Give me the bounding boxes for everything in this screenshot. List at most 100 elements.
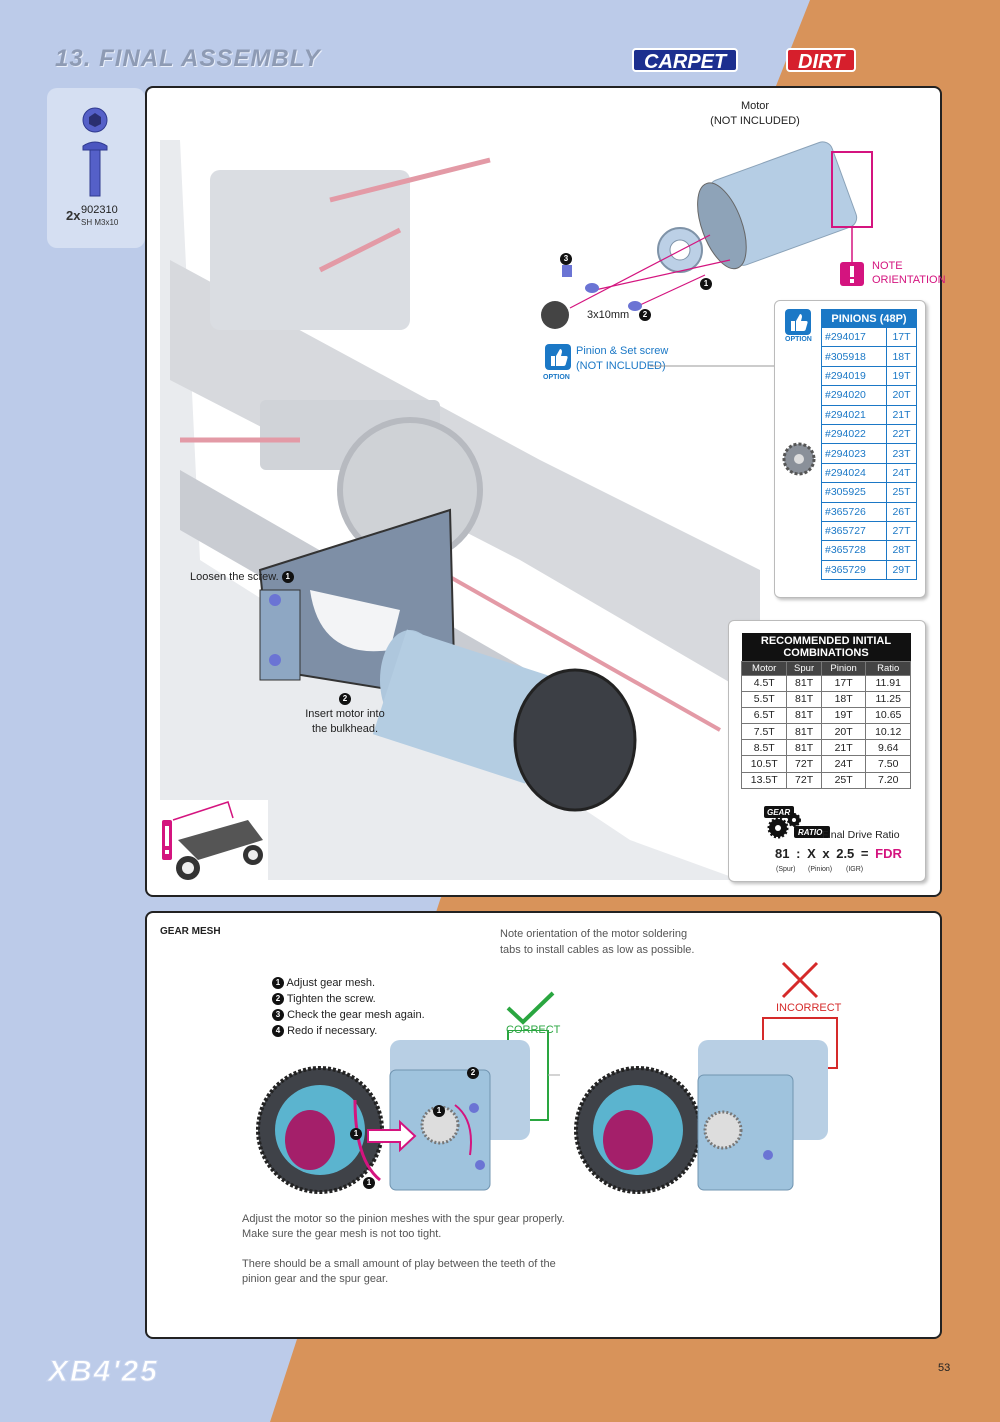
parts-quantity: 2x — [66, 208, 81, 223]
pinion-note: (NOT INCLUDED) — [576, 360, 666, 372]
step-text: Redo if necessary. — [287, 1025, 378, 1037]
combo-cell: 5.5T — [740, 690, 788, 708]
gear-ratio-icon: GEAR RATIO — [764, 806, 830, 839]
fdr-formula: 81 : X x 2.5 = FDR — [775, 846, 902, 861]
motor-label: Motor — [740, 100, 770, 112]
gear-text: GEAR — [767, 808, 790, 817]
section-title: 13. FINAL ASSEMBLY — [55, 45, 321, 72]
gear-mesh-step: 4 Redo if necessary. — [272, 1024, 425, 1038]
combo-cell: 72T — [786, 755, 822, 773]
pinion-part-number: #365729 — [821, 559, 887, 581]
soldering-note-2: tabs to install cables as low as possibl… — [500, 944, 695, 956]
parts-number: 902310 — [81, 204, 118, 216]
combo-cell: 7.20 — [865, 771, 911, 789]
gm-marker-1c: 1 — [363, 1176, 375, 1190]
pinion-part-number: #365727 — [821, 520, 887, 542]
step-2-insert-marker: 2 — [335, 692, 355, 706]
motor-note: (NOT INCLUDED) — [710, 115, 800, 127]
chassis-illustration — [160, 140, 760, 880]
option-label: OPTION — [543, 374, 570, 381]
pinion-part-number: #305925 — [821, 482, 887, 503]
combo-cell: 7.5T — [740, 723, 788, 741]
pinion-teeth: 28T — [886, 540, 917, 561]
pinion-leader-line — [650, 365, 778, 367]
step-text: Check the gear mesh again. — [287, 1009, 425, 1021]
motor-exploded-view — [541, 141, 858, 329]
pinion-teeth: 17T — [886, 326, 917, 348]
step-number: 1 — [272, 977, 284, 990]
pinion-part-number: #305918 — [821, 346, 887, 367]
pinion-teeth: 27T — [886, 520, 917, 542]
screw-icon — [82, 107, 108, 197]
combo-cell: 9.64 — [865, 739, 911, 757]
correct-check-icon — [506, 991, 555, 1025]
screw-size-label: 3x10mm — [587, 309, 630, 321]
pinion-part-number: #294024 — [821, 462, 887, 484]
pinion-teeth: 18T — [886, 346, 917, 367]
soldering-note-1: Note orientation of the motor soldering — [500, 928, 688, 940]
gear-mesh-desc-2: Make sure the gear mesh is not too tight… — [242, 1228, 442, 1240]
incorrect-label: INCORRECT — [776, 1002, 842, 1014]
step-number: 2 — [272, 993, 284, 1006]
gm-marker-1a: 1 — [433, 1104, 445, 1118]
pinion-sub: (Pinion) — [808, 866, 833, 873]
carpet-badge: CARPET — [632, 48, 739, 73]
pinion-teeth: 19T — [886, 365, 917, 387]
pinion-gear-icon — [782, 442, 816, 476]
combo-cell: 81T — [786, 739, 822, 757]
combo-column-header: Pinion — [820, 660, 867, 676]
pinion-part-number: #294023 — [821, 443, 887, 464]
option-thumb-icon-2 — [785, 309, 811, 335]
spur-sub: (Spur) — [776, 866, 796, 873]
combo-cell: 6.5T — [740, 706, 788, 725]
combo-cell: 19T — [820, 706, 867, 725]
insert-motor-label-2: the bulkhead. — [311, 723, 379, 735]
combo-cell: 21T — [820, 739, 867, 757]
gear-mesh-desc-3: There should be a small amount of play b… — [242, 1258, 556, 1270]
combo-cell: 25T — [820, 771, 867, 789]
pinion-part-number: #294021 — [821, 404, 887, 425]
combo-column-header: Motor — [740, 660, 788, 676]
step-text: Tighten the screw. — [286, 993, 376, 1005]
gear-mesh-desc-1: Adjust the motor so the pinion meshes wi… — [242, 1213, 565, 1225]
combo-cell: 11.91 — [865, 674, 911, 692]
pinion-part-number: #294022 — [821, 423, 887, 445]
gear-mesh-desc-4: pinion gear and the spur gear. — [242, 1273, 389, 1285]
combo-cell: 72T — [786, 771, 822, 789]
dirt-badge: DIRT — [786, 48, 857, 73]
parts-description: SH M3x10 — [81, 218, 119, 227]
option-thumb-icon — [545, 344, 571, 370]
incorrect-x-icon — [781, 961, 819, 999]
pinion-part-number: #365728 — [821, 540, 887, 561]
combo-cell: 81T — [786, 674, 822, 692]
step-3-marker: 3 — [560, 252, 572, 266]
orientation-label: ORIENTATION — [872, 274, 946, 286]
gm-marker-1b: 1 — [350, 1127, 362, 1141]
final-drive-ratio-label: Final Drive Ratio — [822, 829, 900, 841]
step-text: Adjust gear mesh. — [286, 977, 376, 989]
pinion-teeth: 21T — [886, 404, 917, 425]
step-number: 4 — [272, 1025, 284, 1038]
combo-cell: 10.65 — [865, 706, 911, 725]
xb4-logo: XB4'25 — [48, 1355, 159, 1389]
pinion-teeth: 20T — [886, 385, 917, 406]
option-label-2: OPTION — [785, 336, 812, 343]
ratio-text: RATIO — [798, 828, 823, 837]
gear-mesh-steps: 1 Adjust gear mesh.2 Tighten the screw.3… — [272, 976, 425, 1040]
